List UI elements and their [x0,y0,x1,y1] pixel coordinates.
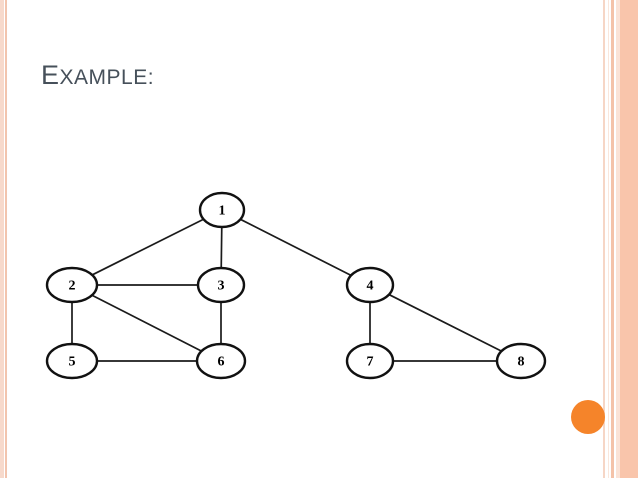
orange-bullet-icon [571,400,605,434]
graph-edge-4-8 [388,293,503,352]
graph-edge-2-6 [91,294,203,352]
graph-node-2[interactable]: 2 [45,266,99,304]
graph-edge-1-4 [239,218,352,277]
graph-node-circle-6 [195,342,247,380]
graph-node-4[interactable]: 4 [345,266,395,304]
graph-edge-1-3 [220,226,223,269]
graph-node-label-3: 3 [218,279,225,294]
graph-node-circle-1 [198,191,246,229]
graph-node-label-4: 4 [367,279,374,294]
graph-node-label-6: 6 [218,355,225,370]
graph-edge-1-2 [91,218,205,276]
graph-node-circle-2 [45,266,99,304]
page-title-initial: E [41,60,60,90]
graph-node-label-5: 5 [69,355,76,370]
graph-node-circle-3 [196,266,246,304]
graph-node-label-7: 7 [367,355,374,370]
graph-node-3[interactable]: 3 [196,266,246,304]
graph-node-circle-5 [45,342,99,380]
page-title: EXAMPLE: [41,62,154,89]
graph-node-circle-4 [345,266,395,304]
graph-node-5[interactable]: 5 [45,342,99,380]
graph-node-circle-7 [345,342,395,380]
graph-node-label-2: 2 [69,279,76,294]
graph-node-layer: 1 2 3 4 5 6 7 8 [45,191,547,380]
graph-node-label-1: 1 [219,204,226,219]
graph-node-circle-8 [495,342,547,380]
graph-node-label-8: 8 [518,355,525,370]
graph-node-7[interactable]: 7 [345,342,395,380]
graph-node-1[interactable]: 1 [198,191,246,229]
graph-node-6[interactable]: 6 [195,342,247,380]
page-title-rest: XAMPLE: [59,66,155,89]
graph-edge-layer [71,218,503,362]
graph-node-8[interactable]: 8 [495,342,547,380]
